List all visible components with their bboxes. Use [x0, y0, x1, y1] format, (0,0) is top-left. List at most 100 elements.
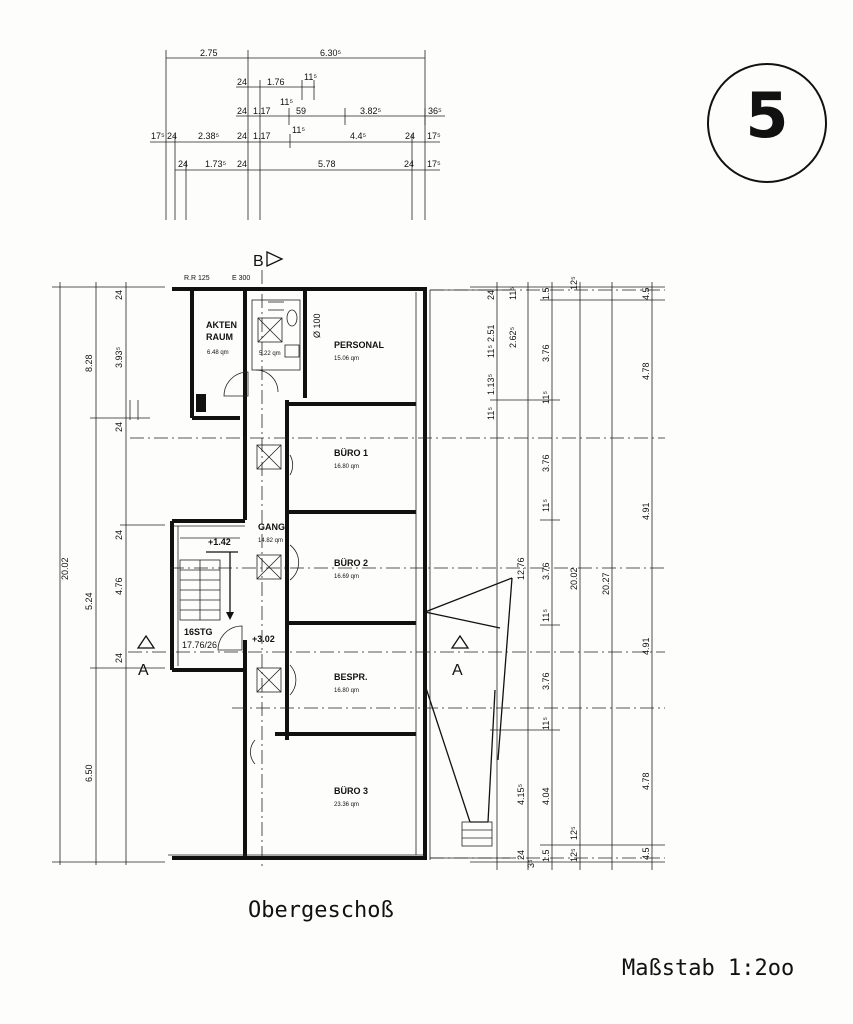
svg-text:20.02: 20.02 [60, 557, 70, 580]
room-area: 14.82 qm [258, 538, 283, 544]
svg-text:3.93⁵: 3.93⁵ [114, 346, 124, 368]
svg-text:8.28: 8.28 [84, 354, 94, 372]
svg-text:4.5: 4.5 [641, 847, 651, 860]
room-area: 5.22 qm [259, 351, 281, 357]
door-swings [217, 369, 299, 765]
svg-text:24: 24 [486, 290, 496, 300]
top-dim: 24 [237, 159, 247, 169]
top-dim: 24 [167, 131, 177, 141]
svg-text:3.76: 3.76 [541, 562, 551, 580]
label-e: E 300 [232, 275, 250, 282]
stair-name: 16STG [184, 627, 213, 637]
room-name: PERSONAL [334, 340, 385, 350]
svg-text:4.91: 4.91 [641, 502, 651, 520]
wc-fixtures [251, 299, 301, 371]
svg-text:12⁵: 12⁵ [569, 276, 579, 290]
left-dimension-chains: 20.02 8.28 5.24 6.50 3.93⁵ 4.76 24 24 24… [52, 282, 165, 865]
top-dim: 11⁵ [280, 97, 293, 107]
svg-text:24: 24 [516, 850, 526, 860]
svg-text:20.27: 20.27 [601, 572, 611, 595]
top-dim: 2.38⁵ [198, 131, 220, 141]
sheet-number-circle: 5 [707, 63, 827, 183]
svg-text:20.02: 20.02 [569, 567, 579, 590]
svg-text:24: 24 [114, 653, 124, 663]
top-dim: 6.30⁵ [320, 48, 342, 58]
svg-text:4.04: 4.04 [541, 787, 551, 805]
room-area: 16.69 qm [334, 574, 359, 580]
svg-text:12⁵: 12⁵ [569, 848, 579, 862]
svg-text:11⁵: 11⁵ [486, 345, 496, 358]
svg-text:4.5: 4.5 [641, 287, 651, 300]
svg-text:4.78: 4.78 [641, 362, 651, 380]
svg-text:11⁵: 11⁵ [541, 499, 551, 512]
canopy-outline [424, 577, 513, 847]
room-name: BÜRO 1 [334, 448, 368, 458]
room-name: BESPR. [334, 672, 368, 682]
section-line-a: A A [128, 634, 665, 679]
axis-lines [130, 289, 665, 859]
svg-text:1.5: 1.5 [541, 287, 551, 300]
top-dim: 36⁵ [428, 106, 442, 116]
stair [179, 537, 240, 621]
svg-text:1.5: 1.5 [541, 849, 551, 862]
svg-text:4.76: 4.76 [114, 577, 124, 595]
svg-text:24: 24 [114, 422, 124, 432]
level-mark: +3.02 [252, 634, 275, 644]
top-dim: 5.78 [318, 159, 336, 169]
room-name: RAUM [206, 332, 233, 342]
top-dim: 17⁵ [427, 159, 441, 169]
pipe-diameter: Ø 100 [312, 313, 322, 338]
svg-text:A: A [452, 662, 463, 679]
top-dim: 11⁵ [304, 72, 317, 82]
svg-text:2.62⁵: 2.62⁵ [508, 326, 518, 348]
top-dim: 3.82⁵ [360, 106, 382, 116]
top-dim: 24 [405, 131, 415, 141]
top-dim: 4.4⁵ [350, 131, 367, 141]
top-dim: 1.76 [267, 77, 285, 87]
top-dim: 17⁵ [151, 131, 165, 141]
room-area: 16.80 qm [334, 464, 359, 470]
room-name: AKTEN [206, 320, 237, 330]
svg-text:12⁵: 12⁵ [569, 826, 579, 840]
stair-rise: 17.76/26 [182, 640, 217, 650]
right-dimension-chains: 24 2.62⁵ 11⁵ 1.13⁵ 2.51 11⁵ 11⁵ 1.5 3.76… [470, 276, 665, 870]
svg-text:11⁵: 11⁵ [541, 609, 551, 622]
top-dim: 1.73⁵ [205, 159, 227, 169]
room-name: GANG [258, 522, 285, 532]
room-area: 6.48 qm [207, 350, 229, 356]
svg-text:11⁵: 11⁵ [541, 717, 551, 730]
sheet-number: 5 [745, 79, 789, 152]
room-area: 23.36 qm [334, 802, 359, 808]
svg-text:24: 24 [114, 530, 124, 540]
svg-text:4.91: 4.91 [641, 637, 651, 655]
top-dim: 11⁵ [292, 125, 305, 135]
svg-text:4.78: 4.78 [641, 772, 651, 790]
room-name: BÜRO 3 [334, 786, 368, 796]
top-dim: 24 [178, 159, 188, 169]
scale-label: Maßstab 1:2oo [622, 956, 795, 981]
room-name: BÜRO 2 [334, 558, 368, 568]
svg-text:11⁵: 11⁵ [508, 287, 518, 300]
top-dim: 17⁵ [427, 131, 441, 141]
svg-text:12.76: 12.76 [516, 557, 526, 580]
svg-text:3.76: 3.76 [541, 344, 551, 362]
svg-text:2.51: 2.51 [486, 324, 496, 342]
svg-text:6.50: 6.50 [84, 764, 94, 782]
svg-text:A: A [138, 662, 149, 679]
top-dim: 24 [237, 77, 247, 87]
top-dim: 24 [237, 106, 247, 116]
shaft-crosses [256, 317, 283, 693]
svg-text:11⁵: 11⁵ [486, 407, 496, 420]
building-walls [168, 287, 510, 860]
top-dim: 1.17 [253, 106, 271, 116]
label-rr: R.R 125 [184, 275, 210, 282]
top-dim: 24 [404, 159, 414, 169]
room-area: 15.06 qm [334, 356, 359, 362]
svg-text:3.76: 3.76 [541, 454, 551, 472]
svg-text:3⁵: 3⁵ [526, 859, 536, 868]
top-dim: 1.17 [253, 131, 271, 141]
svg-text:24: 24 [114, 290, 124, 300]
plan-caption: Obergeschoß [248, 898, 394, 923]
svg-text:4.15⁵: 4.15⁵ [516, 783, 526, 805]
